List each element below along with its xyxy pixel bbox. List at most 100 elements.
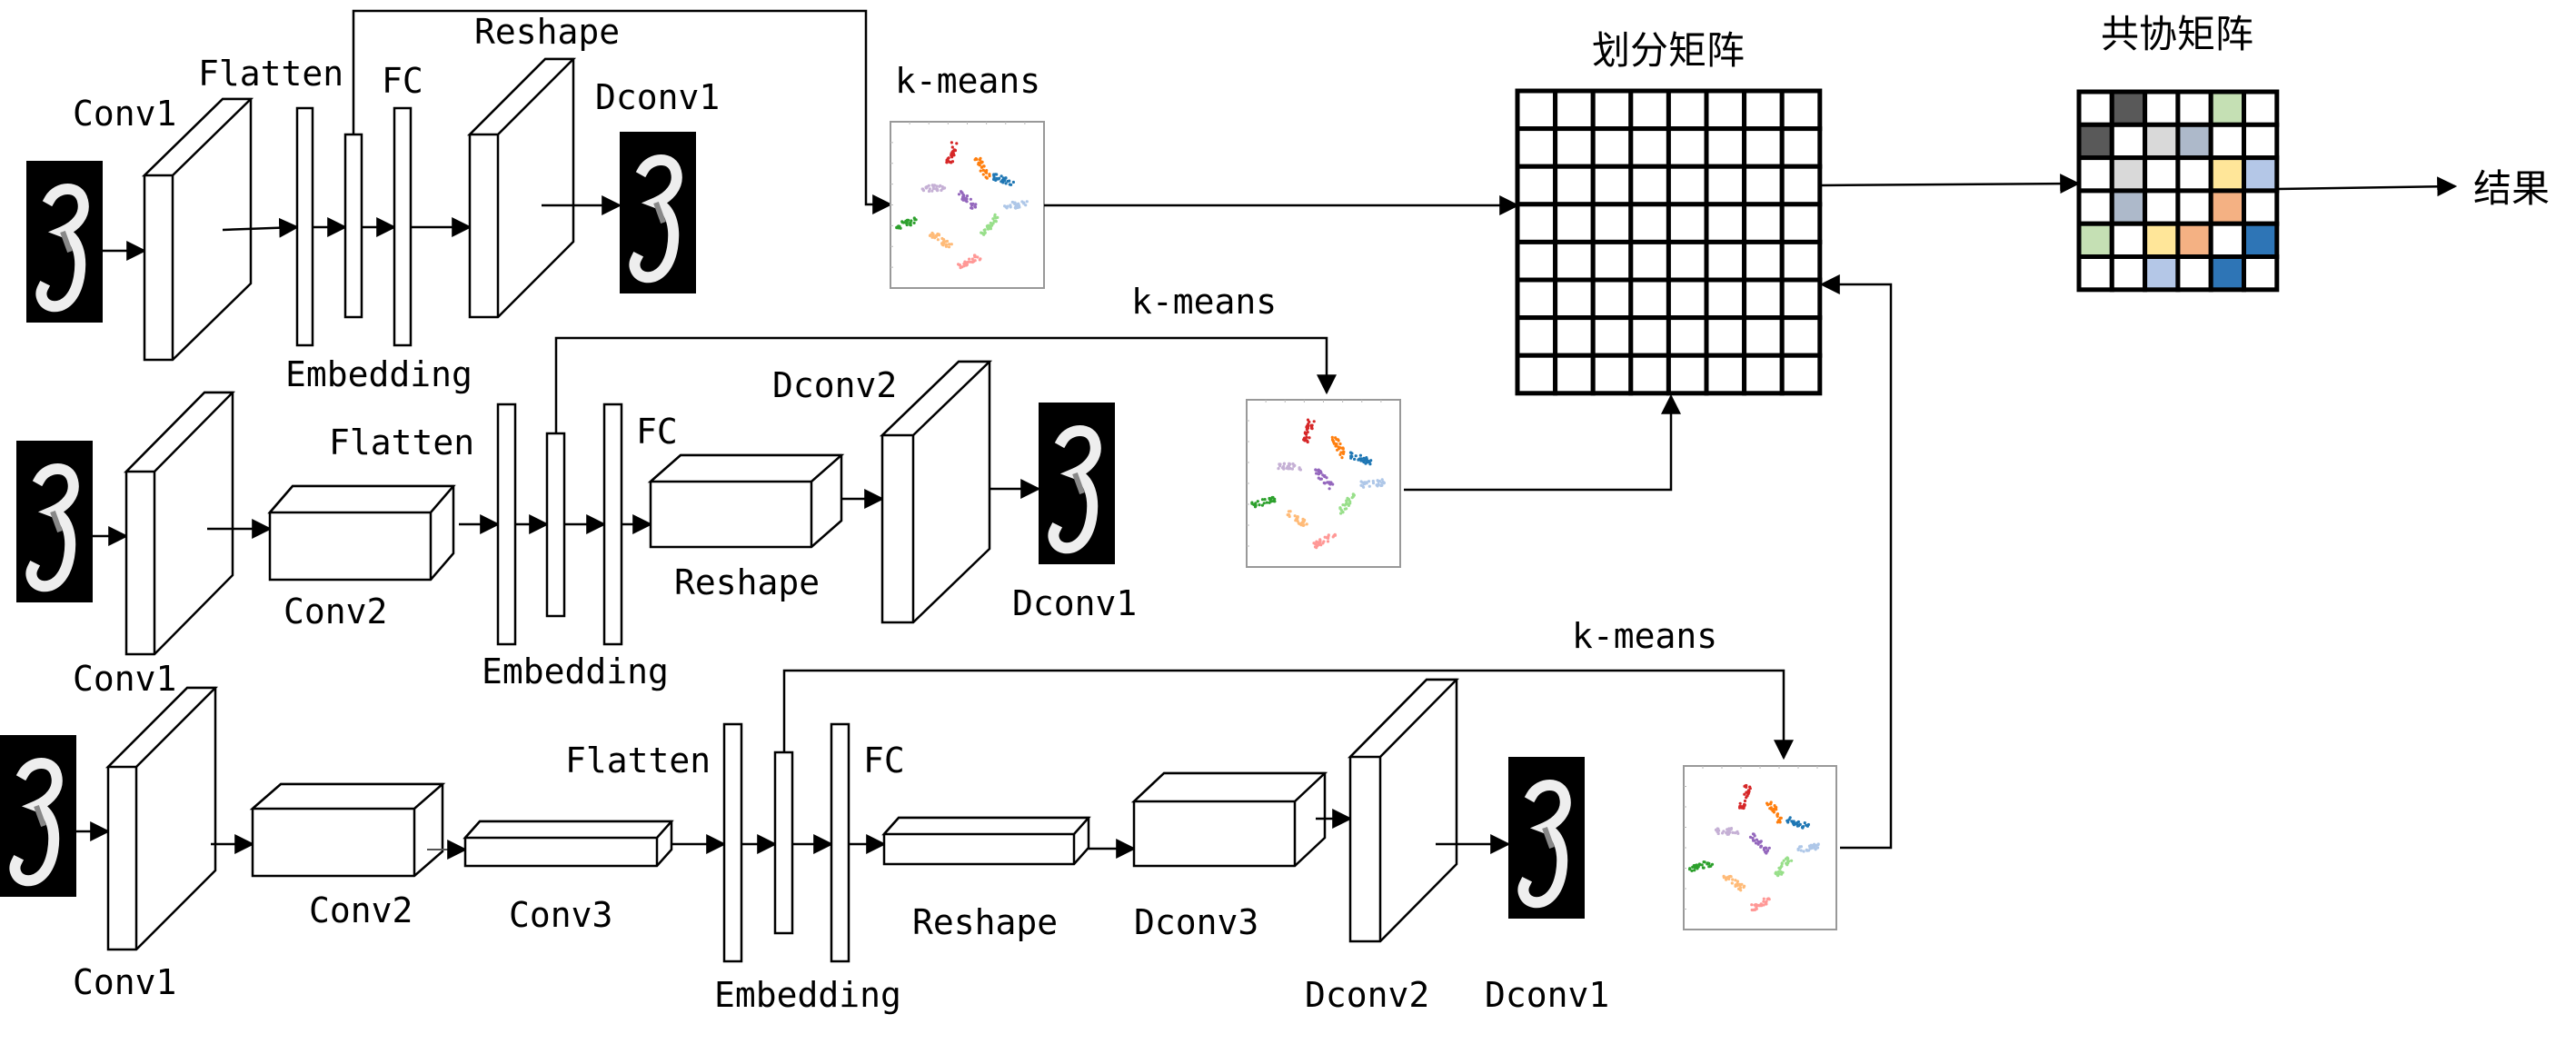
cluster-point (909, 221, 912, 224)
box-top-face (647, 453, 845, 483)
cluster-point (1328, 487, 1331, 491)
cluster-point (1351, 493, 1356, 497)
partition-matrix-cell (1742, 239, 1785, 283)
cluster-point (1341, 503, 1345, 507)
partition-matrix-cell (1553, 315, 1596, 358)
slab-top-face (124, 391, 235, 473)
partition-matrix-cell (1628, 277, 1671, 321)
cluster-point (1368, 484, 1371, 488)
cluster-point (1341, 452, 1346, 455)
arrow (222, 217, 300, 238)
label-fc: FC (382, 61, 423, 101)
partition-matrix-cell (1666, 239, 1709, 283)
partition-matrix-cell (1590, 315, 1634, 358)
cluster-point (1321, 542, 1325, 545)
cluster-point (995, 173, 999, 176)
cluster-point (965, 194, 970, 198)
cluster-point (935, 184, 939, 188)
cluster-point (1736, 880, 1739, 883)
cluster-point (1774, 808, 1777, 811)
cluster-purple (1748, 832, 1771, 855)
partition-matrix-cell (1515, 353, 1558, 396)
cluster-point (1807, 844, 1812, 848)
coassociation-matrix-cell (2242, 188, 2280, 226)
cluster-lavender (1277, 462, 1302, 472)
coassociation-matrix-cell (2076, 221, 2114, 259)
cluster-point (1800, 825, 1805, 830)
cluster-point (1751, 908, 1755, 912)
cluster-point (976, 255, 980, 259)
cluster-point (1359, 483, 1363, 487)
coassociation-matrix-cell (2242, 89, 2280, 127)
cluster-point (985, 169, 989, 173)
label-conv2: Conv2 (309, 890, 413, 930)
partition-matrix-cell (1742, 164, 1785, 207)
coassociation-matrix-cell (2175, 188, 2213, 226)
partition-matrix-cell (1628, 202, 1671, 244)
cluster-point (1341, 447, 1345, 451)
partition-matrix-cell (1628, 315, 1671, 358)
cluster-point (982, 164, 986, 168)
cluster-point (1341, 510, 1345, 514)
cluster-point (1743, 792, 1746, 796)
cluster-point (930, 184, 935, 187)
label-reshape: Reshape (912, 902, 1058, 942)
cluster-point (1796, 848, 1800, 852)
cluster-point (1306, 418, 1310, 422)
cluster-point (904, 219, 908, 223)
cluster-point (1755, 838, 1758, 841)
cluster-point (1271, 495, 1275, 500)
partition-matrix-cell (1515, 126, 1558, 169)
box-top-face (462, 820, 674, 840)
partition-matrix-cell (1742, 315, 1785, 358)
coassociation-matrix-cell (2076, 155, 2114, 194)
cluster-point (965, 264, 969, 267)
cluster-point (1750, 903, 1754, 907)
cluster-point (962, 196, 966, 200)
cluster-point (1702, 860, 1706, 864)
cluster-point (1731, 878, 1735, 881)
cluster-point (1322, 481, 1326, 485)
cluster-point (1737, 887, 1741, 891)
cluster-point (1006, 179, 1010, 184)
cluster-point (1348, 451, 1353, 454)
cluster-point (1717, 829, 1721, 832)
reconstructed-image-digit (1039, 403, 1115, 564)
cluster-point (905, 223, 909, 227)
partition-matrix-cell (1553, 277, 1596, 321)
cluster-point (959, 266, 962, 270)
cluster-point (1379, 483, 1383, 488)
cluster-point (1774, 871, 1777, 875)
layer-embedding-bar (545, 432, 566, 618)
cluster-point (1708, 864, 1712, 869)
cluster-point (940, 188, 943, 193)
coassociation-matrix-cell (2208, 221, 2246, 259)
cluster-pink (1750, 897, 1771, 912)
cluster-point (1294, 519, 1298, 522)
label-dconv1: Dconv1 (595, 77, 720, 117)
cluster-red (945, 141, 959, 164)
cluster-point (1338, 442, 1342, 446)
kmeans-scatter-plot-3 (1683, 765, 1837, 930)
cluster-point (945, 161, 949, 164)
cluster-point (1290, 467, 1294, 471)
cluster-point (960, 191, 964, 194)
cluster-point (980, 160, 983, 164)
cluster-point (1765, 900, 1768, 903)
cluster-point (1308, 436, 1311, 440)
cluster-point (1765, 902, 1768, 906)
partition-matrix-cell (1779, 126, 1823, 169)
coassociation-matrix-cell (2208, 122, 2246, 161)
cluster-point (1291, 462, 1295, 466)
label-dconv2: Dconv2 (1305, 975, 1429, 1015)
layer-fc-bar (393, 106, 413, 347)
cluster-point (944, 240, 948, 244)
cluster-point (1018, 205, 1021, 209)
cluster-point (1786, 819, 1790, 822)
cluster-point (1014, 206, 1018, 210)
cluster-point (1010, 200, 1014, 204)
layer-fc-bar (602, 403, 623, 646)
cluster-point (1798, 845, 1802, 849)
cluster-point (1785, 863, 1789, 867)
label-conv2: Conv2 (283, 592, 387, 631)
